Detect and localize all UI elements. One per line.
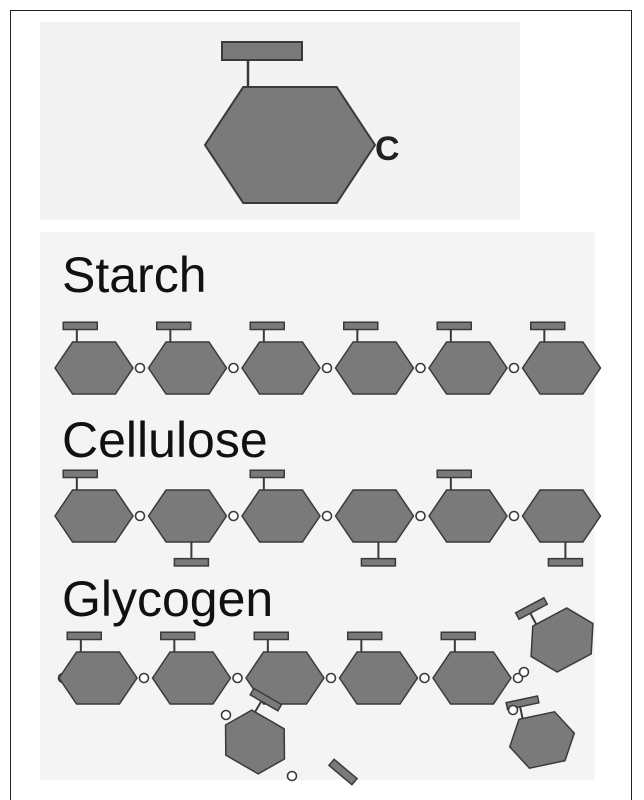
- glycosidic-link: [138, 672, 150, 684]
- glycogen-label: Glycogen: [62, 571, 273, 627]
- glycosidic-link: [512, 672, 524, 684]
- glucose-unit: [241, 321, 321, 395]
- glycosidic-link: [286, 770, 298, 782]
- glycosidic-link: [134, 510, 146, 522]
- glycosidic-link: [134, 362, 146, 374]
- glucose-unit: [241, 469, 321, 543]
- glycosidic-link: [220, 709, 232, 721]
- glycosidic-link: [415, 510, 426, 522]
- glucose-unit: [151, 631, 232, 705]
- glucose-unit: [54, 321, 134, 395]
- glycosidic-link: [321, 510, 333, 522]
- glycosidic-link: [325, 672, 337, 684]
- glucose-unit: [58, 631, 138, 705]
- glucose-unit: [54, 469, 134, 543]
- glucose-unit: [147, 489, 228, 567]
- cellulose-label: Cellulose: [62, 412, 268, 468]
- glycosidic-link: [415, 362, 426, 374]
- glucose-unit: [245, 631, 325, 705]
- glucose-unit: [338, 631, 419, 705]
- glucose-unit: [147, 321, 228, 395]
- glycosidic-link: [518, 666, 530, 678]
- starch-chain: [54, 321, 602, 395]
- glycogen-chain: [57, 596, 594, 786]
- glucose-unit: [224, 687, 286, 775]
- glucose-unit: [334, 321, 415, 395]
- glycosidic-link: [321, 362, 333, 374]
- cellulose-chain: [54, 469, 602, 567]
- glycosidic-link: [232, 672, 243, 684]
- glucose-unit: [428, 321, 508, 395]
- glucose-unit-key: [203, 41, 377, 204]
- glycosidic-link: [228, 362, 239, 374]
- glucose-unit: [432, 631, 512, 705]
- starch-label: Starch: [62, 247, 207, 303]
- glycosidic-link: [508, 510, 520, 522]
- glucose-unit: [334, 489, 415, 567]
- key-label-c: C: [375, 130, 400, 168]
- glycosidic-link: [228, 510, 239, 522]
- glucose-unit: [428, 469, 508, 543]
- glucose-unit: [521, 321, 602, 395]
- glycosidic-link: [419, 672, 430, 684]
- glycosidic-link: [508, 362, 520, 374]
- glycosidic-link: [507, 704, 519, 716]
- glucose-unit: [514, 596, 594, 673]
- glucose-unit: [521, 489, 602, 567]
